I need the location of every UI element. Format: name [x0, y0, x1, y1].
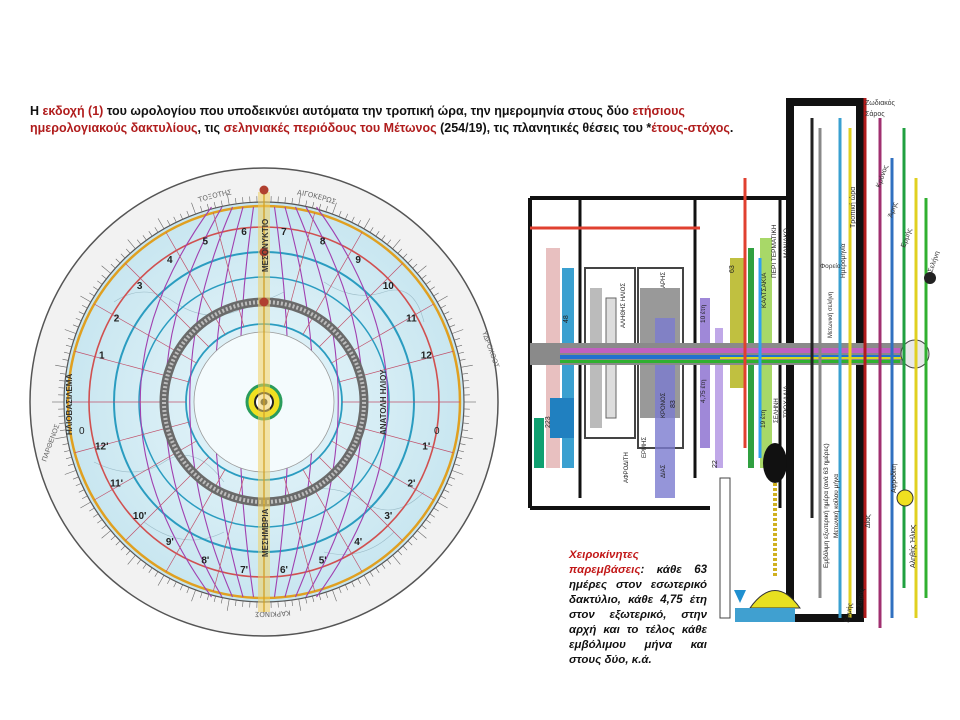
caption-text: του ωρολογίου που υποδεικνύει αυτόματα τ…	[103, 104, 633, 118]
hour-number: 12	[421, 351, 433, 362]
hour-zero-left: 0	[79, 426, 85, 437]
mechanism-label: Αληθής Ήλιος	[910, 524, 917, 568]
mechanism-label: ΠΕΡΙ ΤΕΡΜΑΤΙΚΗ	[771, 224, 778, 278]
hour-number: 6	[241, 227, 247, 238]
mechanism-label: ΚΡΟΝΟΣ	[661, 392, 667, 418]
hour-number: 7	[281, 227, 287, 238]
mechanism-label: Κρόνος	[874, 163, 890, 188]
clock-dial: ΤΟΞΟΤΗΣ ΑΙΓΟΚΕΡΩΣ ΚΑΡΚΙΝΟΣ ΠΑΡΘΕΝΟΣ ΥΔΡΟ…	[29, 167, 500, 637]
caption-highlight: σεληνιακές περιόδους του Μέτωνος	[223, 121, 437, 135]
mechanism-label: Τροπική ώρα	[849, 187, 857, 228]
mechanism-label: 48	[563, 315, 570, 323]
hour-number: 11'	[110, 479, 123, 490]
hour-zero-right: 0	[434, 426, 440, 437]
gear-stacks	[534, 238, 772, 498]
label-saros: Σάρος	[865, 110, 885, 118]
hour-number: 7'	[240, 565, 248, 576]
caption-text: Η	[30, 104, 43, 118]
hour-number: 3	[137, 281, 143, 292]
caption: Η εκδοχή (1) του ωρολογίου που υποδεικνύ…	[30, 103, 770, 137]
manual-intervention-note: Χειροκίνητες παρεμβάσεις: κάθε 63 ημέρες…	[569, 548, 707, 668]
pointer-top-3	[259, 297, 269, 307]
mechanism-label: Ερμής	[900, 227, 914, 249]
caption-text: (254/19), τις πλανητικές θέσεις του *	[436, 121, 652, 135]
caption-highlight: ετήσιους ημερολογιακούς δακτυλίους	[30, 104, 685, 135]
output-rods	[743, 98, 928, 628]
mechanism-diagram: Ζωδιακός Σάρος ΚρόνοςΆρηςΕρμήςΣελήνηΤροπ…	[528, 98, 940, 628]
hour-number: 10'	[133, 511, 147, 522]
mechanism-label: ΑΦΡΟΔΙΤΗ	[624, 452, 630, 483]
mechanism-label: ΔΙΑΣ	[661, 464, 667, 478]
pointer-top-1	[259, 185, 269, 195]
mechanism-label: Ημερομηνία	[839, 243, 847, 278]
mechanism-label: ΕΡΜΗΣ	[642, 437, 648, 458]
hour-number: 10	[383, 281, 395, 292]
label-zodiac: Ζωδιακός	[865, 99, 896, 107]
hour-number: 1'	[422, 441, 430, 452]
hour-number: 9	[355, 255, 361, 266]
mechanism-label: 223	[545, 416, 552, 428]
caption-highlight: έτους-στόχος	[651, 121, 730, 135]
mechanism-label: ΤΡΟΧΑΛΙΑ	[783, 385, 790, 418]
mechanism-label: 83	[670, 400, 677, 408]
mechanism-label: Εμβόλιμη εξωτερική ημέρα (ανά 63 ημέρες)	[822, 443, 830, 568]
hour-number: 5'	[319, 555, 327, 566]
hour-number: 8'	[201, 555, 209, 566]
note-heading: Χειροκίνητες παρεμβάσεις	[569, 549, 641, 576]
zodiac-label-bottom: ΚΑΡΚΙΝΟΣ	[255, 608, 291, 618]
mechanism-label: Σάρος	[855, 587, 866, 608]
pulley-weight	[719, 443, 801, 622]
mechanism-label: ΣΕΛΗΝΗ	[774, 398, 780, 423]
mechanism-label: Σελήνη	[927, 250, 940, 273]
hour-number: 5	[203, 237, 209, 248]
mechanism-label: ΑΡΗΣ	[661, 272, 667, 288]
mechanism-label: 4,75 έτη	[699, 379, 707, 403]
hour-number: 2'	[407, 479, 415, 490]
caption-text: , τις	[197, 121, 224, 135]
hour-number: 4	[167, 255, 173, 266]
hour-number: 8	[320, 237, 326, 248]
mechanism-label: ΚΑΛΤΣΑΚΙΑ	[761, 272, 768, 308]
sun-indicator	[896, 489, 914, 507]
mechanism-label: Άρης	[887, 201, 899, 219]
hour-number: 4'	[354, 537, 362, 548]
mechanism-label: Φορείο	[820, 262, 841, 270]
mechanism-label: Μετωνική κοίλου μήνα	[832, 474, 840, 538]
caption-highlight: εκδοχή (1)	[42, 104, 104, 118]
mechanism-label: 19 έτη	[759, 409, 767, 428]
meridian-band	[258, 185, 270, 612]
hour-number: 2	[114, 313, 120, 324]
moon-indicator	[924, 272, 936, 284]
note-text: : κάθε 63 ημέρες στον εσωτερικό δακτύλιο…	[569, 564, 707, 666]
label-midnight: ΜΕΣΟΝΥΚΤΙΟ	[261, 219, 270, 272]
mechanism-label: Δίας	[864, 514, 872, 528]
hour-number: 6'	[280, 565, 288, 576]
mechanism-label: ΜΑΝΙΑΚΟ	[783, 228, 790, 258]
pointer-top-2	[259, 247, 269, 257]
hour-number: 3'	[384, 511, 392, 522]
mechanism-label: 22	[712, 460, 719, 468]
hour-curve	[294, 206, 339, 598]
mechanism-label: Ερμής	[844, 602, 854, 623]
mechanism-label: Αφροδίτη	[890, 464, 898, 493]
hour-number: 11	[406, 313, 417, 324]
mechanism-label: Μετωνική σελήνη	[827, 292, 834, 338]
hour-curve	[189, 206, 234, 598]
label-noon: ΜΕΣΗΜΒΡΙΑ	[261, 508, 270, 557]
hour-number: 9'	[166, 537, 174, 548]
hour-number: 1	[99, 351, 105, 362]
caption-text: .	[729, 121, 734, 135]
mechanism-label: 63	[729, 265, 736, 273]
label-sunset: ΗΛΙΟΒΑΣΙΛΕΜΑ	[65, 374, 74, 435]
label-sunrise: ΑΝΑΤΟΛΗ ΗΛΙΟΥ	[379, 369, 388, 435]
mechanism-label: ΑΛΗΘΗΣ ΗΛΙΟΣ	[621, 283, 627, 328]
mechanism-label: 10 έτη	[699, 304, 707, 323]
main-shaft	[530, 339, 930, 369]
hour-number: 12'	[95, 441, 109, 452]
